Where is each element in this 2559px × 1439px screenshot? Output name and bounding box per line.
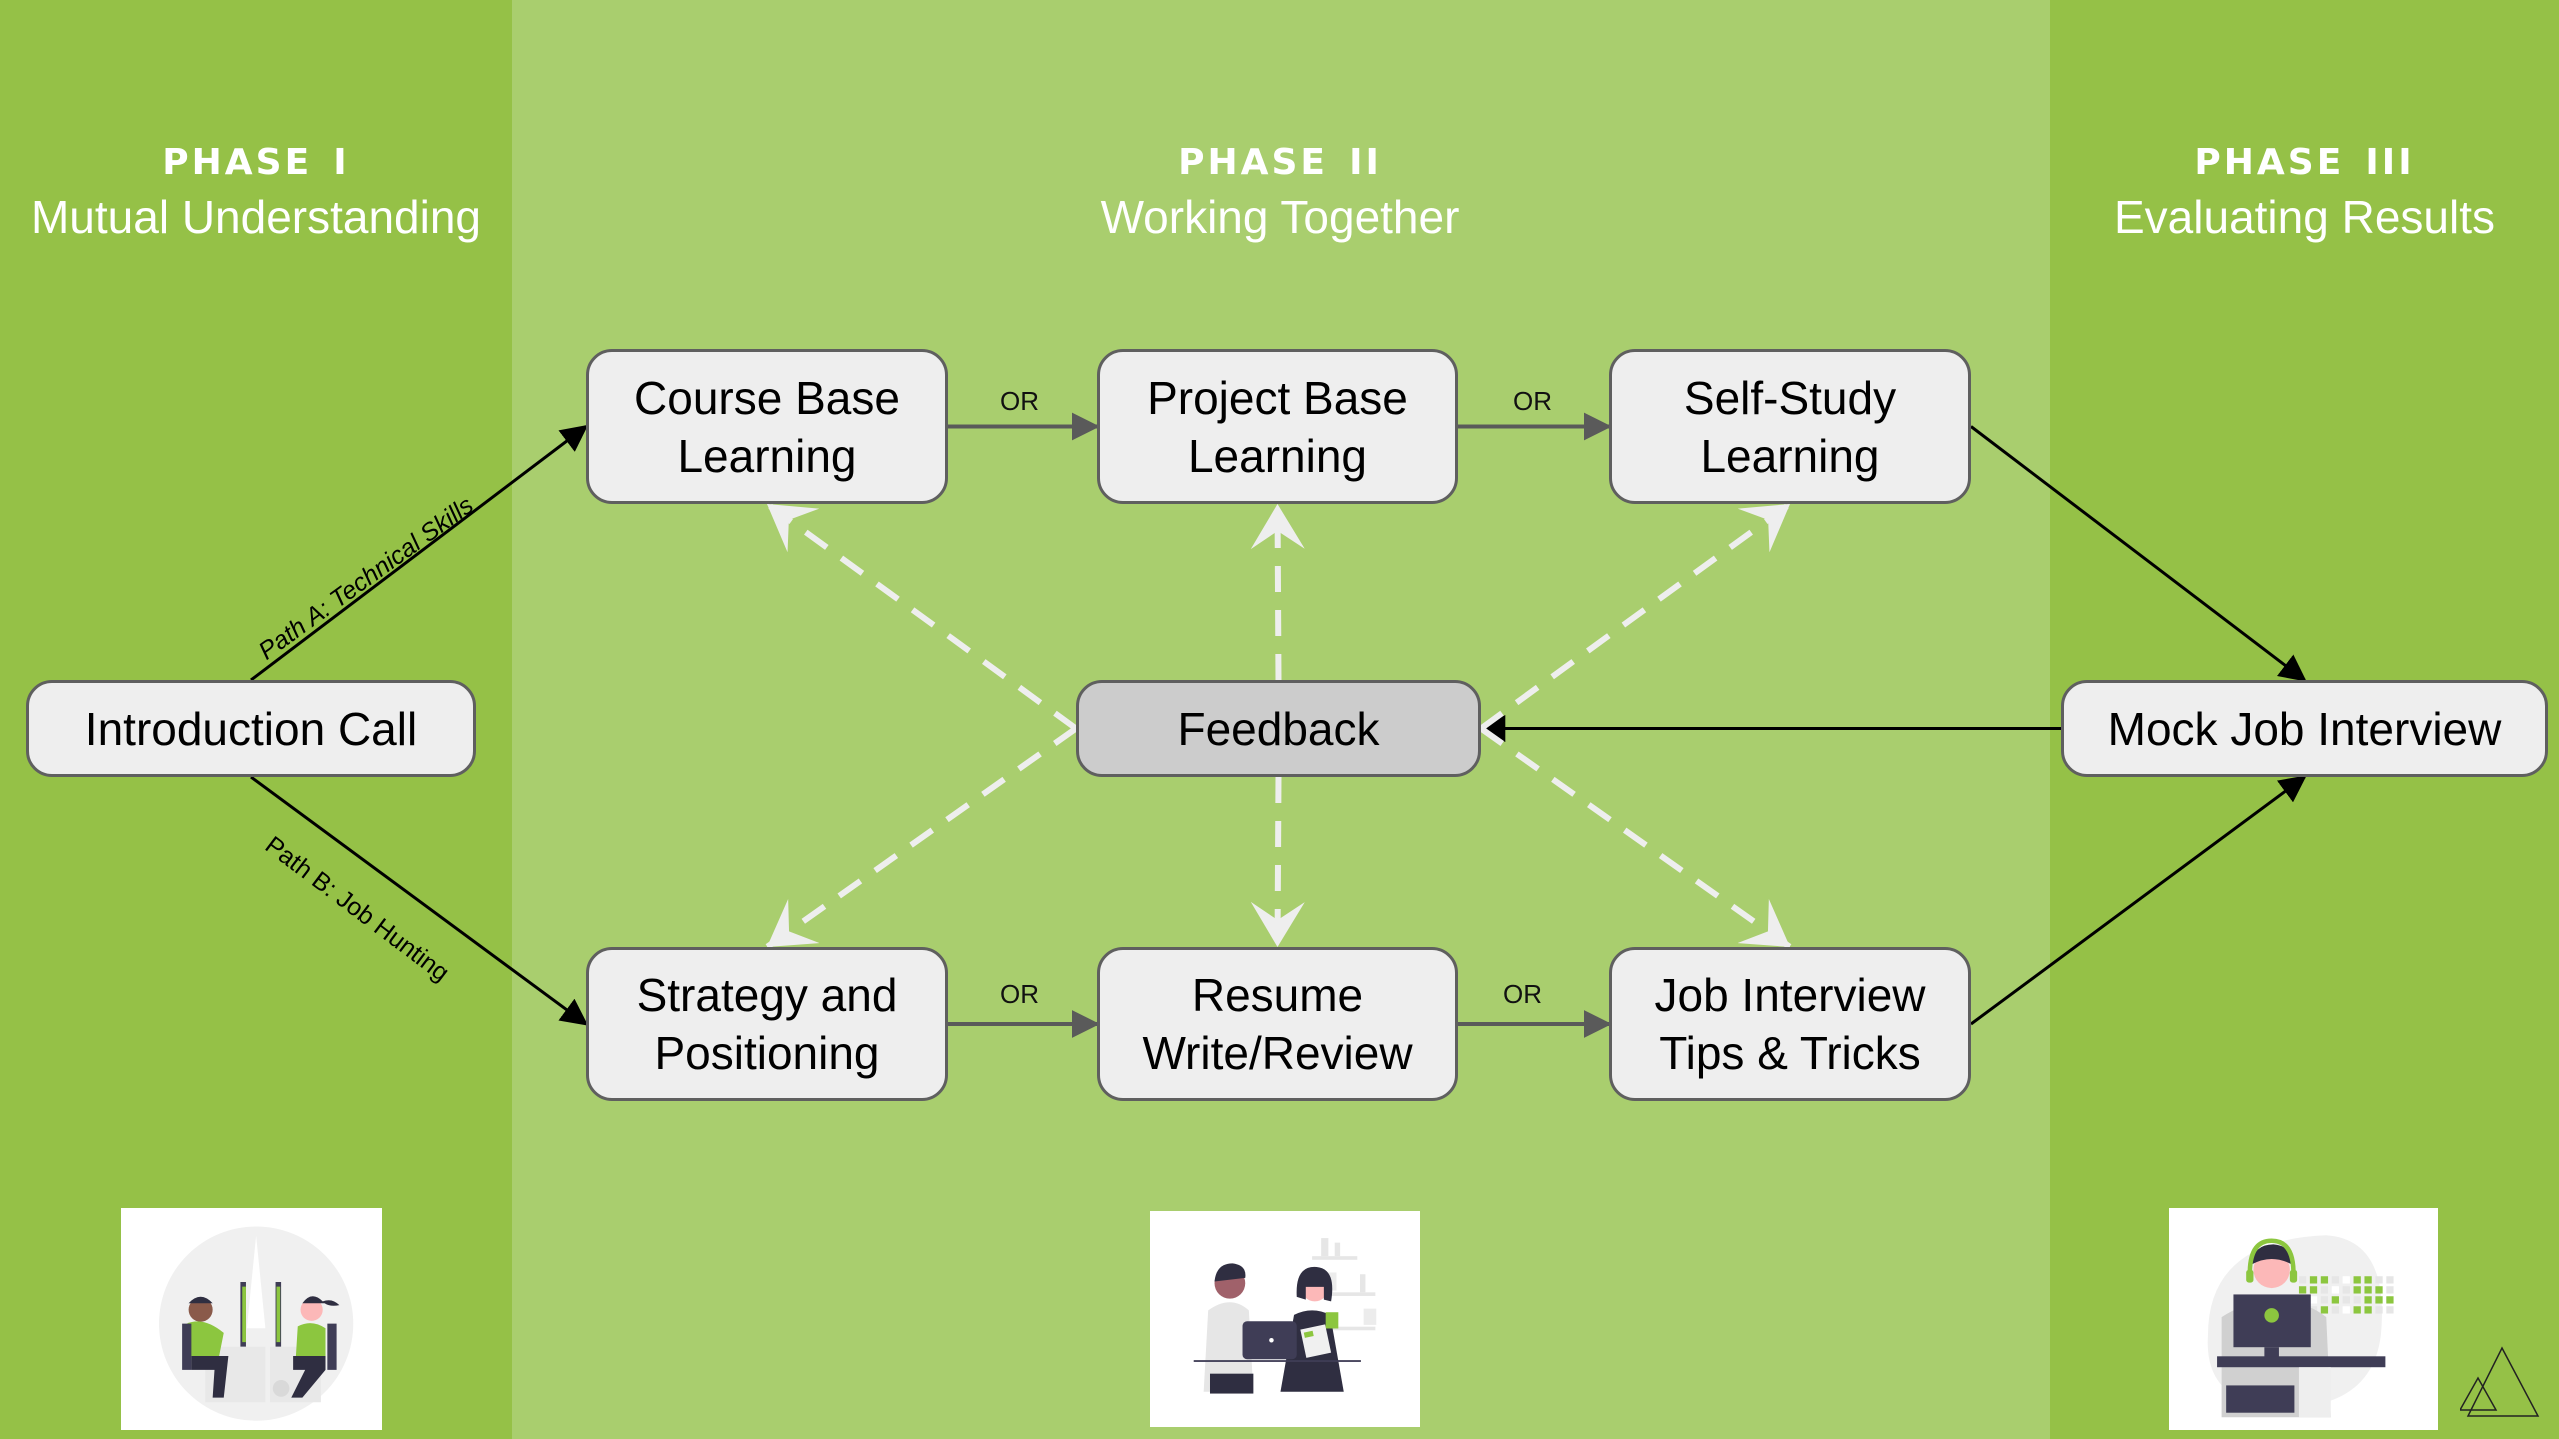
node-label-line: Learning [1187, 429, 1368, 482]
node-label-line: Self-Study [1683, 371, 1897, 424]
interview-image [2207, 1235, 2394, 1418]
node-label-line: Strategy and [636, 969, 898, 1021]
phase-2-title: Phase II [1178, 127, 1382, 187]
node-label-line: Job Interview [1654, 969, 1926, 1021]
node-mock-job-interview[interactable]: Mock Job Interview [2061, 680, 2548, 777]
node-label-line: Project Base [1147, 371, 1408, 424]
phase-3-header: Phase III Evaluating Results [2050, 125, 2559, 245]
edge-intro-to-course [250, 424, 589, 682]
node-label-line: Learning [1700, 429, 1880, 482]
node-label-line: Positioning [654, 1027, 880, 1079]
coworkers-image [159, 1226, 354, 1421]
or-label: OR [1503, 979, 1542, 1009]
or-label: OR [1000, 386, 1039, 416]
phase-1-title: Phase I [162, 127, 350, 187]
edge-feedback-to-course [765, 501, 1078, 731]
node-label: Mock Job Interview [2107, 702, 2502, 755]
edge-jobtips-to-mock [1970, 775, 2307, 1026]
edge-feedback-to-jobtips [1479, 726, 1792, 950]
node-label: Feedback [1177, 702, 1380, 755]
phase-3-title: Phase III [2194, 127, 2415, 187]
phase-2-subtitle: Working Together [1100, 191, 1460, 243]
node-label-line: Course Base [634, 371, 900, 424]
node-introduction-call[interactable]: Introduction Call [26, 680, 476, 777]
phase-2-header: Phase II Working Together [1030, 125, 1530, 245]
edge-feedback-to-resume [1250, 776, 1305, 948]
node-label-line: Learning [677, 429, 857, 482]
node-label-line: Write/Review [1142, 1027, 1413, 1079]
edge-selfstudy-to-mock [1970, 425, 2307, 682]
edge-intro-to-strategy [250, 775, 589, 1026]
edge-feedback-to-selfstudy [1479, 501, 1792, 731]
node-feedback[interactable]: Feedback [1076, 680, 1481, 777]
node-label: Introduction Call [84, 702, 418, 755]
illustration-coworkers [121, 1208, 382, 1430]
or-label: OR [1513, 386, 1552, 416]
illustration-collaboration [1150, 1211, 1420, 1427]
or-label: OR [1000, 979, 1039, 1009]
collaboration-image [1193, 1238, 1377, 1394]
illustration-interview [2169, 1208, 2438, 1430]
triangles-logo-icon [2460, 1346, 2540, 1417]
node-label-line: Resume [1191, 969, 1364, 1021]
phase-1-subtitle: Mutual Understanding [30, 191, 482, 243]
node-label-line: Tips & Tricks [1659, 1027, 1921, 1079]
phase-1-header: Phase I Mutual Understanding [0, 125, 512, 245]
edge-feedback-to-strategy [765, 726, 1078, 950]
phase-3-subtitle: Evaluating Results [2114, 191, 2495, 243]
edge-feedback-to-project [1250, 503, 1305, 681]
